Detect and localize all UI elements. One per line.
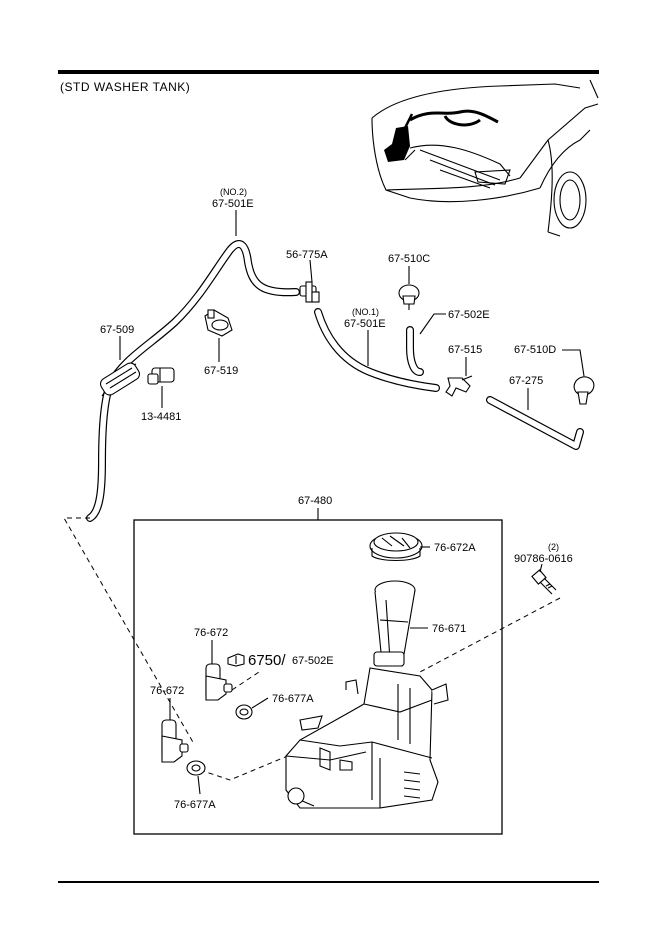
top-rule [58,70,599,74]
vehicle-location-inset [371,79,599,237]
label-bolt: 90786-0616 [514,553,573,565]
dash-bolt-to-tank [419,597,561,673]
hose-67-509 [86,240,300,522]
label-bolt-qty: (2) [548,542,559,552]
label-grommet-lower: 76-677A [174,799,216,811]
washer-tank-body [285,667,449,809]
label-ref-hose: 67-502E [292,655,334,667]
nozzle-67-510d [573,376,595,405]
joint-56-775a [299,281,320,303]
label-clip: 67-519 [204,365,238,377]
dash-pump-upper [231,669,263,691]
label-pump-lower: 76-672 [150,685,184,697]
label-pump-upper: 76-672 [194,627,228,639]
grommet-lower-76-677a [186,760,206,776]
diagram-title: (STD WASHER TANK) [60,80,190,94]
label-hose-no2: 67-501E [212,198,254,210]
cap-76-672a [369,532,423,562]
pointing-hand-icon [227,653,245,667]
bottom-rule [58,881,599,883]
label-hose-main: 67-509 [100,324,134,336]
label-cap: 76-672A [434,542,476,554]
part-labels: (NO.2) 67-501E 56-775A 67-510C (NO.1) 67… [100,187,573,811]
dash-pump-lower [199,754,291,781]
pump-upper-76-672 [205,663,233,701]
label-hose-no1: 67-501E [344,318,386,330]
pump-lower-76-672 [161,719,189,763]
tee-67-515 [445,375,473,397]
label-nozzle-c: 67-510C [388,253,430,265]
label-hose-no2-note: (NO.2) [220,187,247,197]
label-hose-right: 67-275 [509,375,543,387]
bolt-90786-0616 [531,569,557,595]
filler-neck-76-671 [373,580,416,667]
label-filler: 76-671 [432,623,466,635]
clip-67-519 [204,309,233,337]
label-hose-short: 67-502E [448,309,490,321]
hose-67-275 [486,396,584,450]
nozzle-67-510c [398,284,420,310]
grommet-upper-76-677a [235,704,253,720]
label-grommet-upper: 76-677A [272,693,314,705]
label-tank-assy: 67-480 [298,495,332,507]
label-tee: 67-515 [448,344,482,356]
dash-hose-to-pump [63,517,195,745]
clamp-13-4481 [147,367,175,385]
hose-67-502e [406,326,424,376]
label-ref-big: 6750/ [248,652,286,669]
hose-67-501e-no1 [314,308,440,392]
label-nozzle-d: 67-510D [514,344,556,356]
label-hose-no1-note: (NO.1) [352,307,379,317]
label-clamp: 13-4481 [141,411,181,423]
leader-lines [119,210,585,795]
label-joint: 56-775A [286,249,328,261]
